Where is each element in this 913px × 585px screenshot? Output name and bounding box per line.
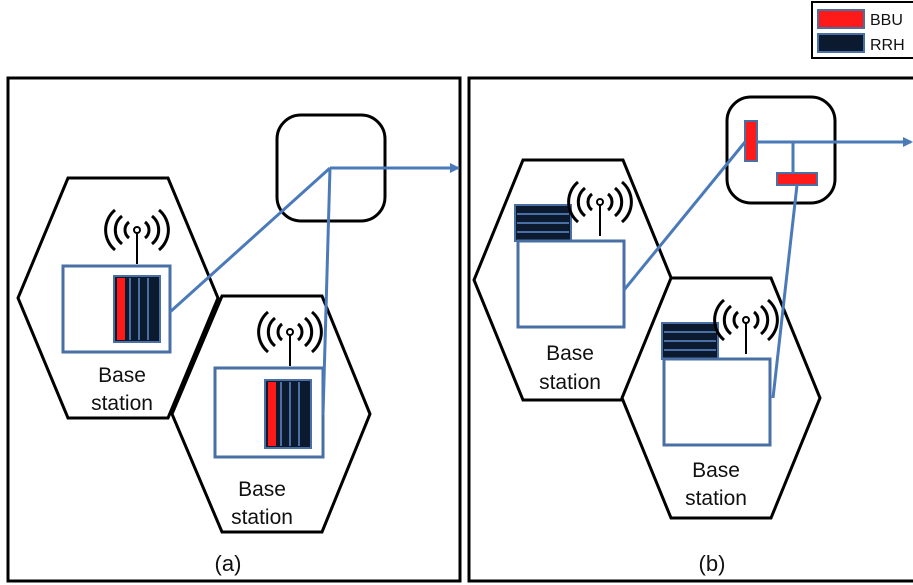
base-station-label-b2-line1: Base (692, 459, 740, 482)
bbu-bar (268, 382, 276, 446)
panel-b-frame (467, 76, 913, 583)
base-station-label-a1-line2: station (91, 392, 153, 415)
bbu-rrh-stack-a1 (113, 275, 161, 343)
legend: BBU RRH (811, 1, 913, 59)
legend-rrh-label: RRH (870, 37, 905, 54)
base-station-label-b2-line2: station (685, 487, 747, 510)
panel-b: Base station Base station (b) (467, 76, 913, 583)
base-station-label-b1-line1: Base (546, 342, 594, 365)
bbu-bar (117, 278, 125, 340)
base-station-label-b1-line2: station (539, 371, 601, 394)
base-station-label-a2-line2: station (231, 506, 293, 529)
pooled-bbu-1 (744, 120, 758, 162)
rrh-stack-b1 (514, 204, 572, 242)
rrh-stack-b2 (661, 322, 719, 360)
base-station-box-b1 (516, 239, 626, 329)
base-station-label-a1-line1: Base (98, 364, 146, 387)
panel-caption-a: (a) (215, 551, 242, 576)
legend-bbu-swatch (817, 9, 865, 29)
pooled-bbu-2 (776, 172, 818, 186)
legend-rrh-swatch (817, 33, 865, 53)
base-station-label-a2-line1: Base (238, 478, 286, 501)
base-station-box-b2 (662, 357, 772, 447)
panel-caption-b: (b) (699, 551, 726, 576)
backhaul-links-a (168, 163, 460, 416)
bbu-rrh-stack-a2 (264, 379, 312, 449)
bbu-pool-b (725, 95, 837, 205)
legend-bbu-label: BBU (870, 12, 903, 29)
fronthaul-links-b (622, 137, 913, 399)
panel-a: Base station Base station (a) (6, 76, 462, 583)
panel-a-frame (6, 76, 462, 583)
